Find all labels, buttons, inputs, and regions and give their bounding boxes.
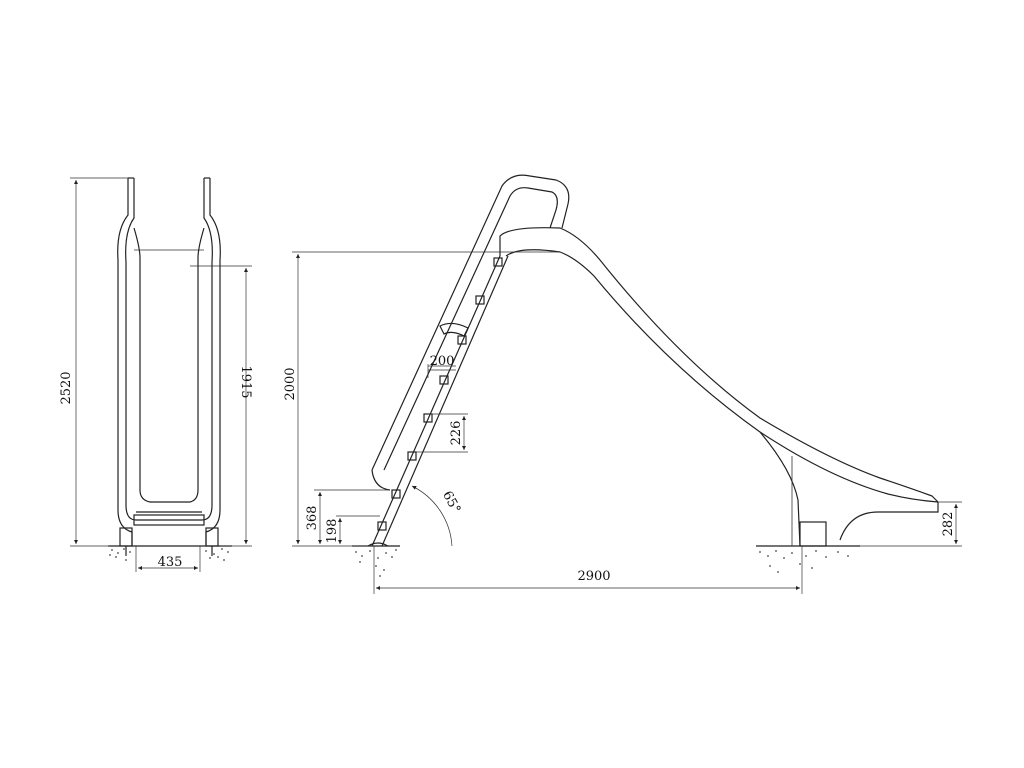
side-view xyxy=(292,174,962,594)
dim-exit-height: 282 xyxy=(941,512,956,537)
dim-overall-height: 2520 xyxy=(59,371,74,404)
dim-total-length: 2900 xyxy=(577,569,610,584)
dim-step-226: 226 xyxy=(449,421,464,446)
dim-base-width: 435 xyxy=(158,555,183,570)
dim-ladder-198: 198 xyxy=(325,519,340,544)
dim-slide-height: 1915 xyxy=(238,365,253,398)
dim-platform-height: 2000 xyxy=(283,367,298,400)
dim-ladder-368: 368 xyxy=(305,506,320,531)
dim-ladder-angle: 65° xyxy=(439,489,463,516)
front-view xyxy=(70,177,252,572)
dim-step-200: 200 xyxy=(430,354,455,369)
